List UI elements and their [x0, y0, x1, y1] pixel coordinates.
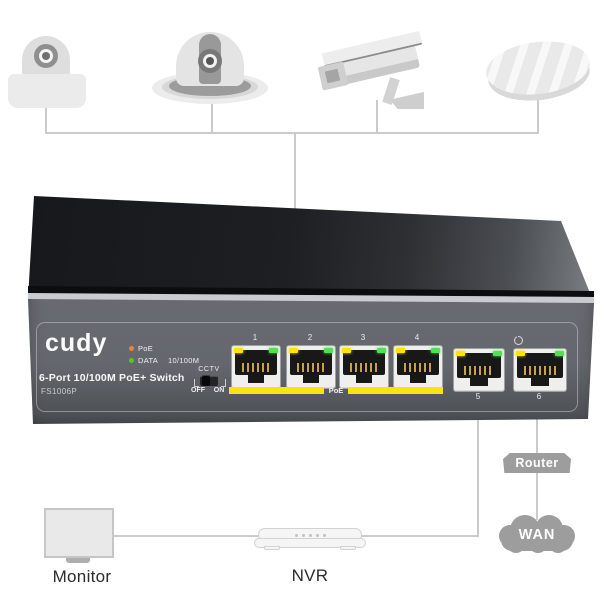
monitor-stand — [66, 558, 90, 563]
switch-model: FS1006P — [41, 387, 78, 396]
rj45-jack — [397, 350, 439, 383]
cable-camera4 — [537, 96, 539, 133]
router-icon: Router — [503, 453, 571, 473]
port-3-number: 3 — [360, 333, 366, 342]
monitor-label: Monitor — [52, 567, 112, 586]
port-4-number: 4 — [414, 333, 420, 342]
rj45-jack — [290, 350, 332, 383]
cctv-off-label: OFF — [191, 387, 205, 394]
cable-to-switch — [294, 132, 296, 212]
port-led-green — [269, 348, 278, 353]
port-led-green — [377, 348, 386, 353]
data-led-icon — [129, 358, 134, 363]
cable-camera2 — [211, 102, 213, 133]
port-led-yellow — [516, 351, 525, 356]
switch-ridge-shadow — [28, 286, 594, 297]
poe-switch: cudy PoE DATA 10/100M 6-Port 10/100M PoE… — [22, 192, 600, 432]
port-led-yellow — [342, 348, 351, 353]
rj45-jack — [235, 350, 277, 383]
rj45-jack — [517, 353, 563, 386]
port-3[interactable] — [339, 345, 389, 389]
nvr-foot — [340, 546, 356, 550]
monitor-icon — [44, 508, 114, 558]
switch-title: 6-Port 10/100M PoE+ Switch — [39, 372, 185, 384]
dome-camera-icon — [152, 32, 268, 104]
port-led-green — [493, 351, 502, 356]
bullet-camera-icon — [317, 30, 436, 112]
port-1-number: 1 — [252, 333, 258, 342]
brand-logo: cudy — [45, 329, 108, 357]
camera-lens — [198, 49, 222, 73]
port-led-yellow — [456, 351, 465, 356]
port-2-number: 2 — [307, 333, 313, 342]
wan-label: WAN — [518, 527, 556, 543]
camera-lens — [34, 44, 58, 68]
port-led-green — [324, 348, 333, 353]
poe-led-label: PoE — [138, 344, 154, 353]
poe-led-icon — [129, 346, 134, 351]
data-led-speed: 10/100M — [168, 356, 200, 365]
data-led-label: DATA — [138, 356, 159, 365]
port-6-number: 6 — [536, 392, 542, 401]
rj45-jack — [457, 353, 501, 386]
lens-pupil — [42, 52, 50, 60]
poe-bar-label: PoE — [328, 386, 344, 395]
lens-ring — [39, 49, 53, 63]
port-led-yellow — [396, 348, 405, 353]
nvr-body-lip — [254, 538, 366, 548]
cable-camera1 — [45, 104, 47, 133]
port-5-number: 5 — [475, 392, 481, 401]
port-led-green — [555, 351, 564, 356]
lens-pupil — [206, 57, 214, 65]
power-icon — [514, 334, 523, 345]
lens-ring — [203, 54, 217, 68]
port-2[interactable] — [286, 345, 336, 389]
cctv-label: CCTV — [198, 366, 220, 373]
cctv-on-label: ON — [213, 387, 225, 394]
poe-group-bar: PoE — [229, 387, 443, 394]
port-led-yellow — [289, 348, 298, 353]
cable-port5-nvr — [477, 405, 479, 537]
port-led-yellow — [234, 348, 243, 353]
cctv-toggle-knob[interactable] — [202, 375, 210, 386]
camera-base — [8, 74, 86, 108]
switch-ridge-highlight — [28, 293, 594, 304]
port-6[interactable] — [513, 348, 567, 392]
cable-camera3 — [376, 100, 378, 133]
port-5[interactable] — [453, 348, 505, 392]
poe-bar-segment — [348, 387, 443, 394]
port-1[interactable] — [231, 345, 281, 389]
nvr-led-dots — [259, 534, 361, 537]
rj45-jack — [343, 350, 385, 383]
poe-bar-segment — [229, 387, 324, 394]
cctv-bracket-left — [194, 379, 199, 387]
turret-camera-icon — [8, 26, 86, 110]
switch-front-panel: cudy PoE DATA 10/100M 6-Port 10/100M PoE… — [36, 322, 578, 412]
cloud-band — [501, 529, 573, 551]
ceiling-ap-icon — [483, 35, 593, 107]
nvr-label: NVR — [291, 566, 329, 585]
cctv-toggle[interactable] — [200, 375, 218, 386]
nvr-foot — [264, 546, 280, 550]
cable-bus — [45, 132, 539, 134]
port-led-green — [431, 348, 440, 353]
port-4[interactable] — [393, 345, 443, 389]
cctv-bracket-right — [221, 379, 226, 387]
wan-cloud-icon: WAN — [499, 515, 575, 553]
